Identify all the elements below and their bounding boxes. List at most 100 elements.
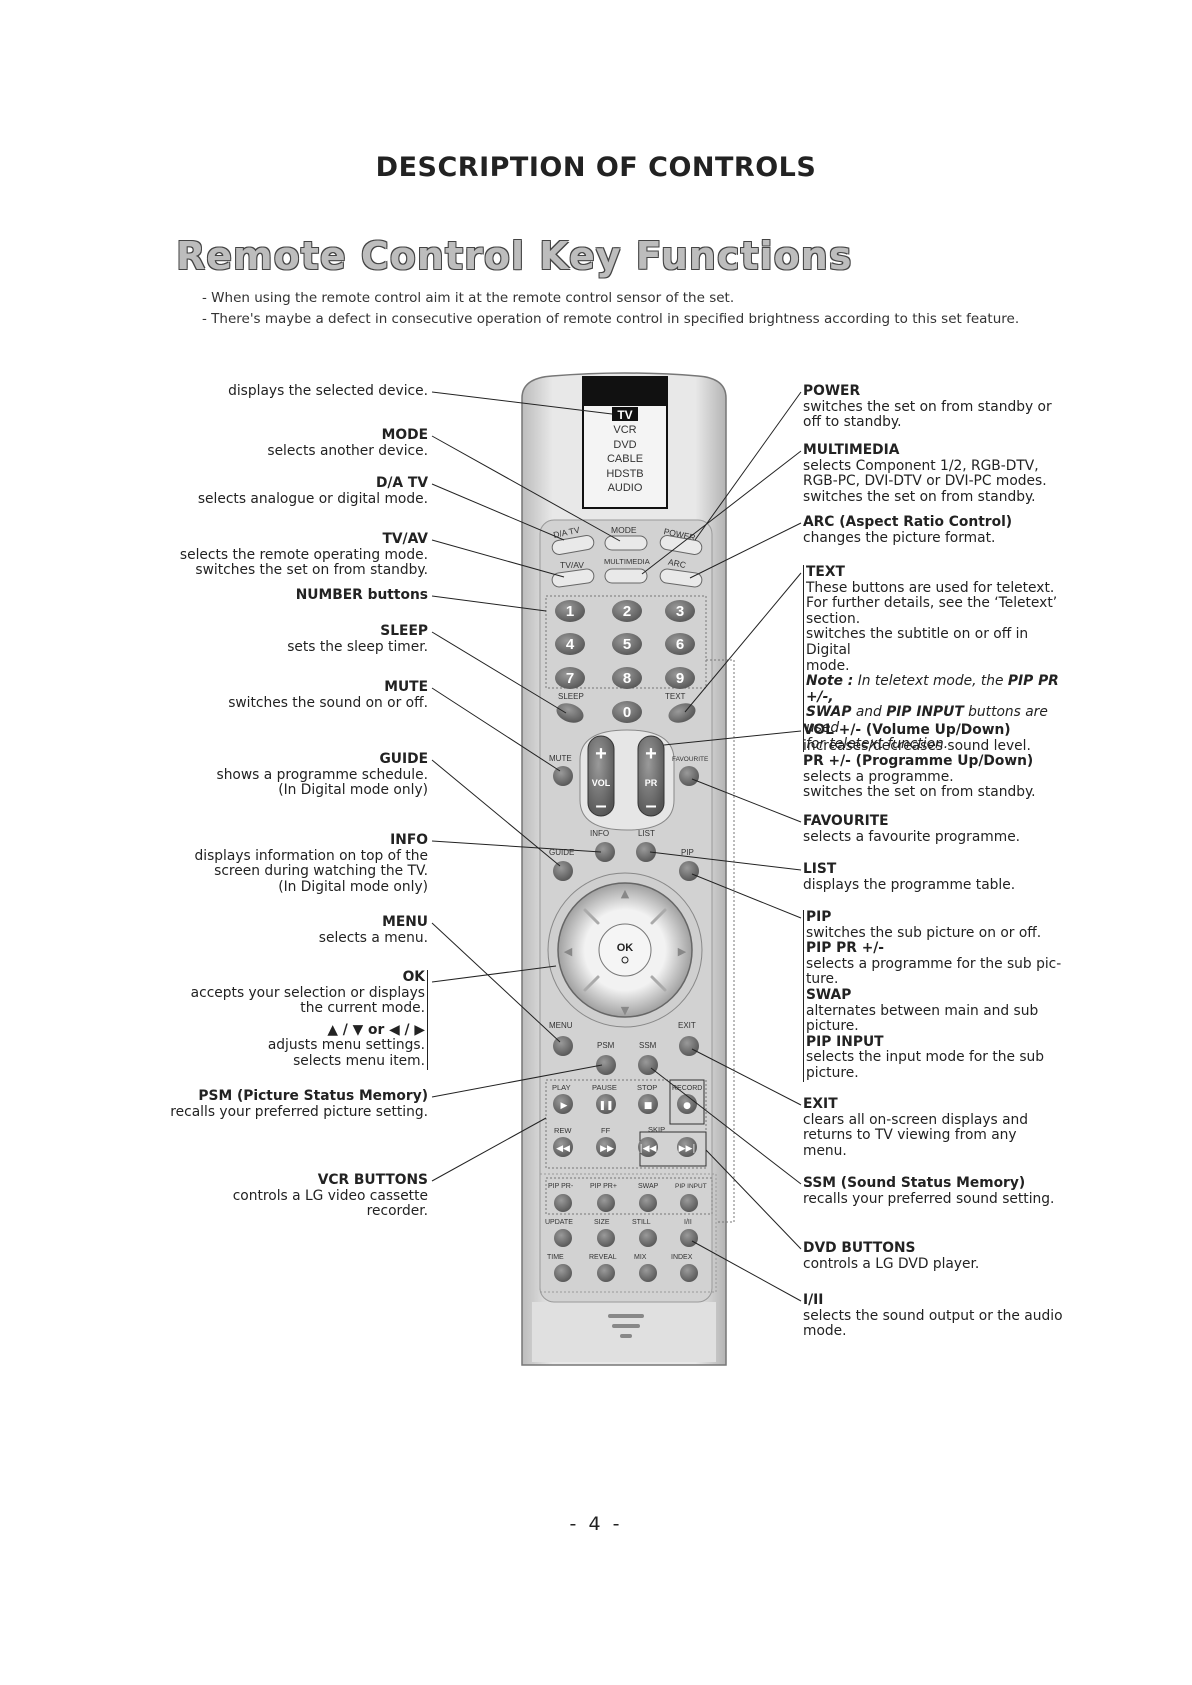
label-vol: VOL +/- (Volume Up/Down)increases/decrea… bbox=[803, 722, 1036, 801]
number-button-0[interactable] bbox=[612, 701, 642, 723]
skip-key-label: SKIP bbox=[648, 1125, 665, 1134]
stop-icon: ■ bbox=[644, 1101, 653, 1111]
pause-key-label: PAUSE bbox=[592, 1083, 617, 1092]
callout-i2 bbox=[691, 1240, 802, 1302]
swap-button bbox=[639, 1194, 657, 1212]
label-display: displays the selected device. bbox=[228, 383, 428, 399]
number-button-9[interactable] bbox=[665, 667, 695, 689]
callout-multimedia bbox=[641, 450, 802, 575]
size-key-label: SIZE bbox=[594, 1219, 610, 1226]
callout-mute bbox=[431, 687, 561, 772]
note-item: When using the remote control aim it at … bbox=[202, 290, 1019, 311]
rew-key-label: REW bbox=[554, 1126, 572, 1135]
number-button-5[interactable] bbox=[612, 633, 642, 655]
multimedia-button bbox=[604, 568, 648, 584]
callout-ok bbox=[431, 965, 557, 983]
reveal-button bbox=[597, 1264, 615, 1282]
vol-label: VOL bbox=[592, 778, 611, 788]
callout-number bbox=[431, 595, 547, 612]
device-audio: AUDIO bbox=[608, 482, 643, 494]
callout-arc bbox=[689, 522, 802, 579]
dvd-bracket bbox=[706, 659, 735, 1223]
arc-button bbox=[659, 568, 703, 588]
ssm-key-label: SSM bbox=[639, 1041, 657, 1050]
number-button-6[interactable] bbox=[665, 633, 695, 655]
play-icon: ▶ bbox=[561, 1101, 568, 1111]
label-number: NUMBER buttons bbox=[295, 587, 428, 603]
stop-button bbox=[638, 1094, 658, 1114]
update-key-label: UPDATE bbox=[545, 1219, 573, 1226]
menu-button bbox=[553, 1036, 573, 1056]
sleep-key-label: SLEEP bbox=[558, 692, 584, 701]
page-header: DESCRIPTION OF CONTROLS bbox=[375, 152, 817, 183]
pipinput-key-label: PIP INPUT bbox=[675, 1183, 707, 1190]
number-button-4[interactable] bbox=[555, 633, 585, 655]
note-item: There's maybe a defect in consecutive op… bbox=[202, 311, 1019, 332]
reveal-key-label: REVEAL bbox=[589, 1254, 617, 1261]
callout-menu bbox=[431, 922, 561, 1043]
number-label-4: 4 bbox=[566, 636, 575, 653]
device-display-panel bbox=[584, 406, 666, 507]
time-button bbox=[554, 1264, 572, 1282]
device-vcr: VCR bbox=[613, 424, 636, 436]
pip-buttons-box bbox=[545, 1177, 713, 1215]
pippr-plus-button bbox=[597, 1194, 615, 1212]
number-label-2: 2 bbox=[623, 603, 631, 620]
number-button-1[interactable] bbox=[555, 600, 585, 622]
number-button-8[interactable] bbox=[612, 667, 642, 689]
mode-key-label: MODE bbox=[611, 525, 637, 535]
favourite-button bbox=[679, 766, 699, 786]
index-key-label: INDEX bbox=[671, 1254, 693, 1261]
number-button-3[interactable] bbox=[665, 600, 695, 622]
number-label-7: 7 bbox=[566, 670, 574, 687]
device-dvd: DVD bbox=[613, 439, 636, 451]
callout-vol bbox=[663, 730, 802, 746]
device-tv: TV bbox=[617, 408, 632, 422]
ok-label: OK bbox=[617, 942, 634, 954]
grille-line bbox=[620, 1334, 632, 1338]
skip-back-icon: |◀◀ bbox=[640, 1144, 657, 1154]
record-button bbox=[677, 1094, 697, 1114]
mix-key-label: MIX bbox=[634, 1254, 647, 1261]
vol-minus-icon: – bbox=[595, 795, 606, 817]
favourite-key-label: FAVOURITE bbox=[672, 756, 709, 763]
ff-button bbox=[596, 1137, 616, 1157]
callout-display bbox=[431, 391, 613, 415]
number-label-8: 8 bbox=[623, 670, 631, 687]
callout-psm bbox=[431, 1064, 603, 1098]
number-button-2[interactable] bbox=[612, 600, 642, 622]
tvav-button bbox=[551, 568, 595, 588]
nav-down-icon: ▼ bbox=[621, 1004, 630, 1017]
exit-button bbox=[679, 1036, 699, 1056]
pr-label: PR bbox=[645, 778, 658, 788]
play-key-label: PLAY bbox=[552, 1083, 571, 1092]
callout-favourite bbox=[691, 778, 802, 823]
label-ssm: SSM (Sound Status Memory)recalls your pr… bbox=[803, 1175, 1055, 1207]
callout-vcr bbox=[431, 1117, 547, 1182]
number-button-7[interactable] bbox=[555, 667, 585, 689]
label-arc: ARC (Aspect Ratio Control)changes the pi… bbox=[803, 514, 1013, 546]
device-cable: CABLE bbox=[607, 453, 643, 465]
nav-left-icon: ◀ bbox=[564, 945, 573, 958]
vol-rocker bbox=[587, 735, 615, 817]
psm-button bbox=[596, 1055, 616, 1075]
pip-key-label: PIP bbox=[681, 848, 694, 857]
pr-rocker bbox=[637, 735, 665, 817]
number-label-6: 6 bbox=[676, 636, 684, 653]
pr-plus-icon: + bbox=[645, 743, 657, 765]
ok-button bbox=[598, 923, 652, 977]
i2-button bbox=[680, 1229, 698, 1247]
ff-key-label: FF bbox=[601, 1126, 611, 1135]
pippr-plus-key-label: PIP PR+ bbox=[590, 1183, 617, 1190]
notes-list: When using the remote control aim it at … bbox=[202, 290, 1019, 332]
